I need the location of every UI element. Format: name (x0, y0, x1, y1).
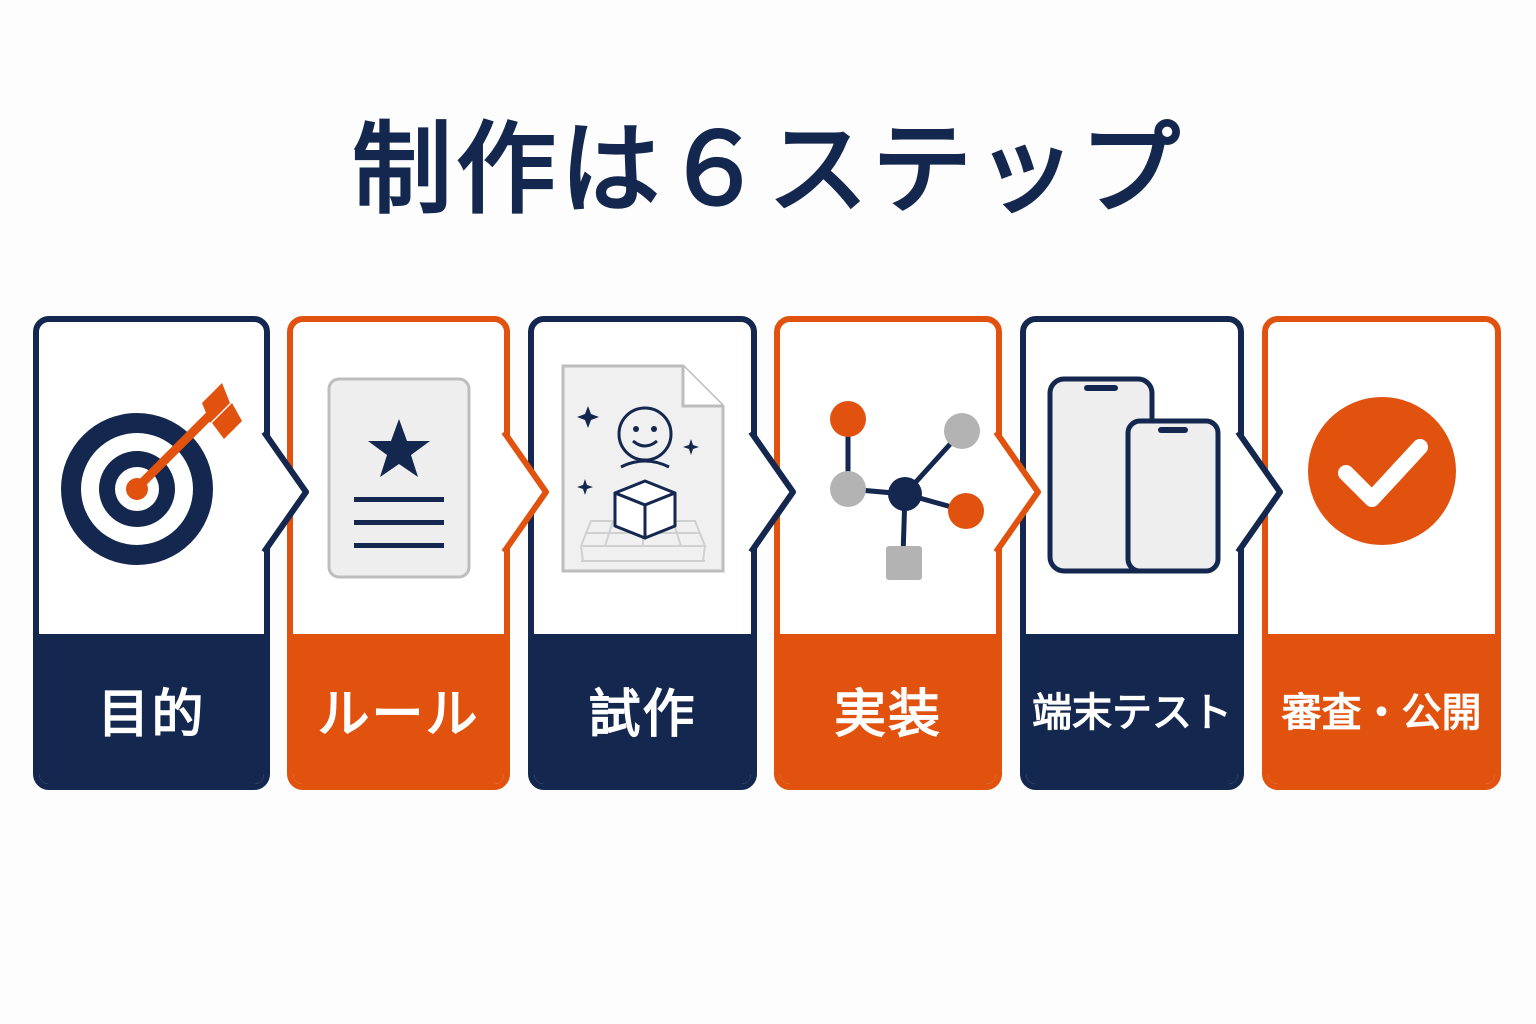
chevron-right-icon (501, 430, 549, 554)
step-label: ルール (293, 634, 504, 784)
step-label: 試作 (534, 634, 751, 784)
chevron-right-icon (1235, 430, 1283, 554)
step-card-implementation: 実装 (774, 316, 1002, 790)
step-card-goal: 目的 (33, 316, 270, 790)
step-card-device-test: 端末テスト (1020, 316, 1244, 790)
step-label: 実装 (780, 634, 996, 784)
chevron-right-icon (748, 430, 796, 554)
page-title: 制作は６ステップ (352, 111, 1184, 228)
prototype-sketch-icon (534, 322, 751, 640)
chevron-right-icon (261, 430, 309, 554)
chevron-right-icon (993, 430, 1041, 554)
node-network-icon (780, 322, 996, 640)
checkmark-circle-icon (1268, 322, 1495, 640)
step-label: 審査・公開 (1268, 634, 1495, 784)
target-arrow-icon (39, 322, 264, 640)
step-card-prototype: 試作 (528, 316, 757, 790)
step-card-review-publish: 審査・公開 (1262, 316, 1501, 790)
mobile-devices-icon (1026, 322, 1238, 640)
step-card-rules: ルール (287, 316, 510, 790)
rule-document-icon (293, 322, 504, 640)
step-label: 端末テスト (1026, 634, 1238, 784)
step-label: 目的 (39, 634, 264, 784)
